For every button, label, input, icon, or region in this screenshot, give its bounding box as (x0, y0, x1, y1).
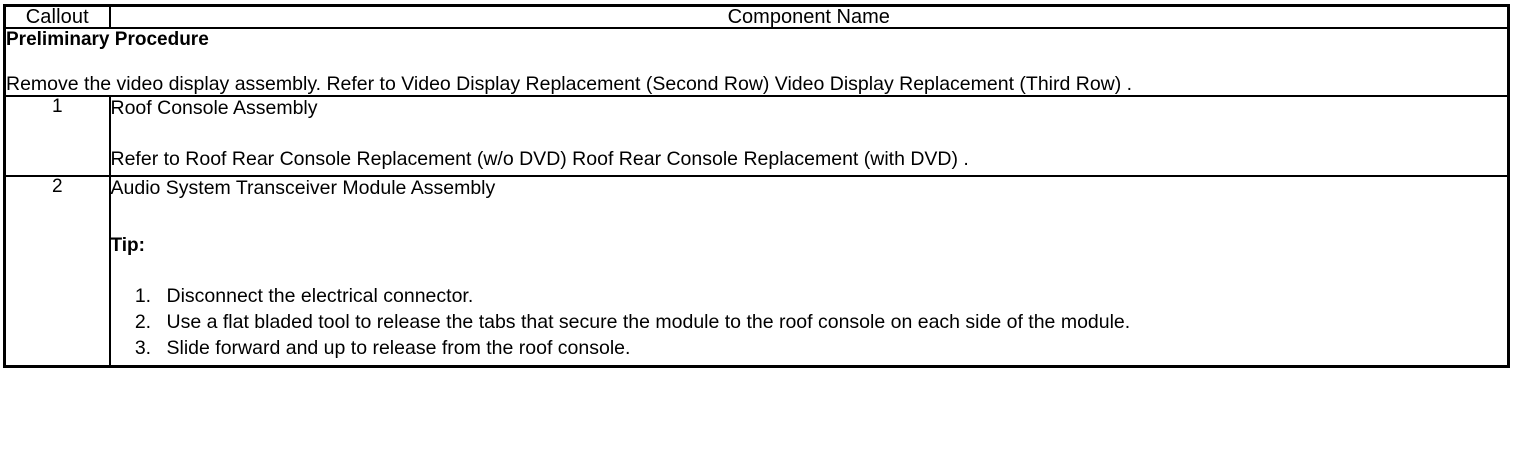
table-header-row: Callout Component Name (3, 4, 1510, 29)
component-callout-table: Callout Component Name Preliminary Proce… (3, 4, 1510, 368)
component-title-1: Roof Console Assembly (110, 97, 318, 119)
component-cell-2: Audio System Transceiver Module Assembly… (108, 175, 1510, 368)
list-item: Slide forward and up to release from the… (157, 335, 1508, 361)
preliminary-procedure-cell: Preliminary Procedure Remove the video d… (3, 27, 1510, 97)
callout-number-2: 2 (3, 175, 111, 368)
callout-number-1: 1 (3, 95, 111, 177)
column-header-component-name: Component Name (108, 4, 1510, 29)
preliminary-procedure-title: Preliminary Procedure (6, 29, 209, 50)
column-header-callout: Callout (3, 4, 111, 29)
preliminary-procedure-text: Remove the video display assembly. Refer… (6, 73, 1133, 95)
component-title-2: Audio System Transceiver Module Assembly (110, 177, 496, 199)
procedure-step-list: Disconnect the electrical connector. Use… (111, 283, 1508, 361)
tip-label: Tip: (110, 235, 145, 256)
component-cell-1: Roof Console Assembly Refer to Roof Rear… (108, 95, 1510, 177)
table-row: 1 Roof Console Assembly Refer to Roof Re… (3, 95, 1510, 177)
table-row: 2 Audio System Transceiver Module Assemb… (3, 175, 1510, 368)
list-item: Use a flat bladed tool to release the ta… (157, 309, 1508, 335)
component-reference-1: Refer to Roof Rear Console Replacement (… (110, 148, 969, 170)
preliminary-procedure-row: Preliminary Procedure Remove the video d… (3, 27, 1510, 97)
list-item: Disconnect the electrical connector. (157, 283, 1508, 309)
